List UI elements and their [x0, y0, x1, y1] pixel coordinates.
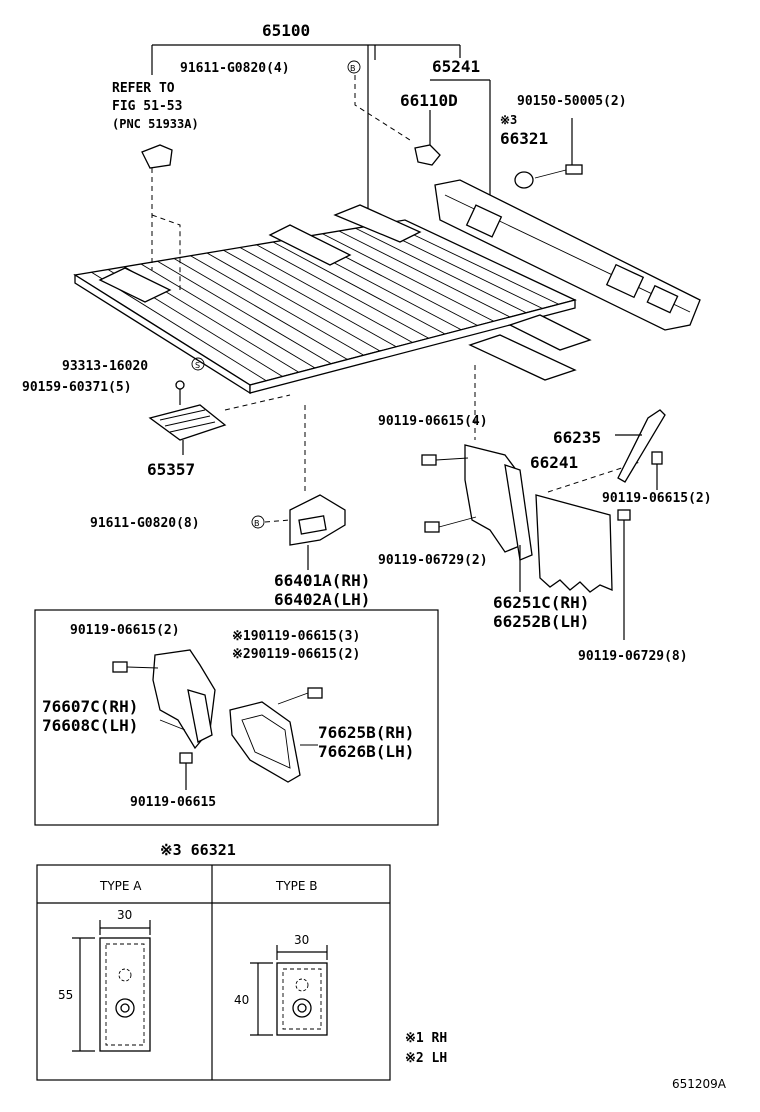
- label-90159-60371: 90159-60371(5): [22, 380, 132, 395]
- label-76608c: 76608C(LH): [42, 716, 138, 735]
- dim-40: 40: [234, 993, 249, 1007]
- label-refer-2: FIG 51-53: [112, 99, 182, 114]
- label-66235: 66235: [553, 428, 601, 447]
- label-91611-g0820-4: 91611-G0820(4): [180, 61, 290, 76]
- label-90119-06615-2a: 90119-06615(2): [602, 491, 712, 506]
- circle-b2-letter: B: [254, 519, 260, 528]
- dim-30a: 30: [117, 908, 132, 922]
- circle-s-letter: S: [195, 361, 200, 370]
- label-refer-3: (PNC 51933A): [112, 117, 199, 131]
- floor-rib: [223, 249, 397, 348]
- crossmembers: [98, 204, 592, 381]
- label-box-90119-2: 90119-06615(2): [70, 623, 180, 638]
- label-66321: 66321: [500, 129, 548, 148]
- legend-rh: ※1 RH: [405, 1031, 447, 1046]
- floor-rib: [322, 233, 494, 322]
- label-76607c: 76607C(RH): [42, 697, 138, 716]
- label-65357: 65357: [147, 460, 195, 479]
- label-66251c: 66251C(RH): [493, 593, 589, 612]
- rear-sill-66110d: [434, 179, 701, 331]
- label-90119-06729-2: 90119-06729(2): [378, 553, 488, 568]
- inset-box: [34, 609, 439, 826]
- label-76625b: 76625B(RH): [318, 723, 414, 742]
- table-title: ※3 66321: [160, 841, 236, 859]
- bumper-66321: [514, 118, 583, 189]
- label-66252b: 66252B(LH): [493, 612, 589, 631]
- label-65100: 65100: [262, 21, 310, 40]
- label-66402a: 66402A(LH): [274, 590, 370, 609]
- label-90119-06615-4: 90119-06615(4): [378, 414, 488, 429]
- circle-b1-letter: B: [350, 64, 356, 73]
- type-b-label: TYPE B: [275, 879, 318, 893]
- legend-lh: ※2 LH: [405, 1051, 447, 1066]
- floor-rib: [157, 260, 332, 365]
- label-93313-16020: 93313-16020: [62, 359, 148, 374]
- inset-parts: [112, 649, 323, 790]
- plate-65357: [148, 380, 291, 455]
- floor-rib: [256, 244, 429, 339]
- small-bracket-66110d: [354, 75, 441, 166]
- figure-code: 651209A: [672, 1077, 727, 1091]
- type-a-label: TYPE A: [99, 879, 142, 893]
- floor-rib: [272, 241, 446, 335]
- label-refer-1: REFER TO: [112, 81, 175, 96]
- label-box-90119: 90119-06615: [130, 795, 216, 810]
- floor-rib: [140, 263, 316, 369]
- bracket-66401a: [264, 405, 346, 570]
- label-66241: 66241: [530, 453, 578, 472]
- bar-66235: [615, 409, 666, 483]
- floor-rib: [190, 255, 364, 356]
- type-table: [36, 864, 391, 1081]
- label-box-mark2: ※290119-06615(2): [232, 647, 360, 662]
- floor-rib: [338, 230, 511, 318]
- floor-rib: [239, 247, 413, 343]
- label-mark3a: ※3: [500, 113, 517, 127]
- label-box-mark1: ※190119-06615(3): [232, 629, 360, 644]
- label-76626b: 76626B(LH): [318, 742, 414, 761]
- floor-rib: [388, 222, 559, 305]
- floor-rib: [206, 252, 381, 352]
- label-66110d: 66110D: [400, 91, 458, 110]
- floor-rib: [355, 227, 527, 314]
- label-90150-50005: 90150-50005(2): [517, 94, 627, 109]
- label-65241: 65241: [432, 57, 480, 76]
- refer-bracket: [141, 144, 181, 290]
- label-91611-g0820-8: 91611-G0820(8): [90, 516, 200, 531]
- floor-rib: [173, 258, 348, 360]
- dim-55: 55: [58, 988, 73, 1002]
- dim-30b: 30: [294, 933, 309, 947]
- leader-65100: [151, 44, 491, 225]
- bolts-right: [421, 451, 663, 640]
- label-90119-06729-8: 90119-06729(8): [578, 649, 688, 664]
- label-66401a: 66401A(RH): [274, 571, 370, 590]
- mudguard-assembly: [464, 365, 641, 593]
- circle-marks: [191, 60, 361, 529]
